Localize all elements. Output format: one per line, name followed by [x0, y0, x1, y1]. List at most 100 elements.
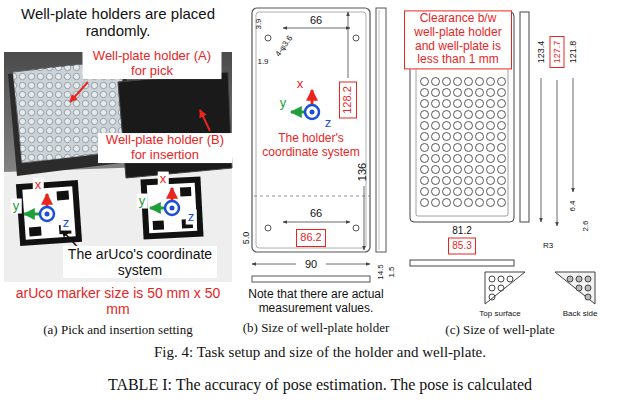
figure-label: x	[297, 77, 304, 92]
well-plate-drawing-part	[498, 285, 504, 291]
well-plate-drawing-part	[485, 272, 525, 304]
well-plate-drawing-part	[585, 276, 591, 282]
figure-label: y	[280, 96, 287, 111]
holder-drawing-part	[364, 186, 365, 250]
figure-label: 123.4	[536, 41, 546, 64]
dimension-text: Clearance b/w well-plate holder and well…	[408, 12, 508, 67]
well-plate-drawing-part	[567, 276, 573, 282]
aruco-marker	[16, 180, 82, 246]
figure-label: z	[61, 216, 72, 231]
figure-label: 3.9	[254, 18, 263, 29]
figure-label: 90	[305, 258, 317, 271]
figure-label: z	[186, 210, 197, 225]
well-plate-drawing-part	[573, 78, 574, 192]
holder-drawing-part	[376, 8, 386, 252]
aruco-marker-part	[29, 227, 42, 237]
figure-label: 2.6	[581, 220, 590, 231]
holder-drawing-part	[310, 110, 315, 115]
figure-label: TABLE I: The accuracy of pose estimation…	[108, 376, 532, 394]
holder-drawing-part	[256, 12, 366, 248]
holder-drawing-part	[254, 196, 370, 197]
holder-drawing-part	[252, 264, 296, 265]
leader-arrow-part	[70, 82, 88, 102]
figure-label: arUco marker size is 50 mm x 50 mm	[11, 285, 226, 317]
aruco-marker-part	[57, 191, 70, 201]
well-plate-drawing-part	[557, 80, 558, 226]
coordinate-axes-part	[165, 201, 179, 215]
figure-label: x	[33, 178, 44, 193]
aruco-marker-part	[153, 220, 164, 230]
figure-label: (b) Size of well-plate holder	[243, 321, 390, 336]
figure-label: Note that there are actual measurement v…	[241, 288, 391, 316]
well-plate-drawing-part	[576, 276, 582, 282]
setup-photo	[4, 52, 232, 282]
holder-drawing-part	[252, 276, 370, 282]
holder-drawing-part	[252, 8, 370, 252]
figure-label: Well-plate holder (A) for pick	[83, 49, 222, 79]
leader-arrow	[62, 82, 210, 252]
aruco-marker-part	[180, 187, 191, 197]
coordinate-axes-part	[40, 207, 54, 221]
figure-label: 121.8	[568, 41, 578, 64]
well-plate-drawing-part	[585, 285, 591, 291]
aruco-marker-part	[16, 180, 82, 246]
aruco-marker-part	[140, 176, 203, 239]
figure-label: 5.0	[241, 232, 251, 245]
dimension-box: 85.3	[448, 238, 476, 255]
figure-label: 1.5	[387, 266, 396, 277]
dimension-box: Clearance b/w well-plate holder and well…	[404, 10, 512, 69]
holder-drawing-part	[283, 28, 350, 29]
setup-photo-part	[4, 52, 232, 282]
dimension-text: 128.2	[341, 86, 354, 115]
aruco-marker-part	[22, 186, 75, 239]
holder-drawing-part	[265, 35, 271, 41]
well-plate-drawing-part	[520, 12, 529, 222]
figure-label: The arUco's coordinate system	[63, 246, 217, 278]
aruco-marker-part	[147, 183, 197, 233]
dimension-text: 85.3	[452, 240, 472, 252]
holder-drawing-part	[305, 105, 319, 119]
figure-label: z	[325, 116, 332, 131]
figure-label: y	[137, 194, 148, 209]
figure-label: Top surface	[479, 309, 520, 318]
setup-photo-part	[4, 164, 232, 282]
holder-drawing-part	[348, 12, 349, 78]
figure-label: (c) Size of well-plate	[445, 323, 554, 338]
figure-label: Well-plate holders are placed randomly.	[8, 5, 228, 40]
dimension-box: 86.2	[296, 229, 326, 247]
dimension-box: 127.7	[550, 36, 565, 68]
figure-caption: Fig. 4: Task setup and size of the holde…	[154, 344, 486, 361]
well-plate-drawing-part	[507, 276, 513, 282]
coordinate-axes-part	[170, 206, 175, 211]
well-plate-drawing-part	[585, 294, 591, 300]
figure-label: R3	[543, 241, 553, 250]
leader-arrow-part	[200, 110, 210, 131]
well-plate-drawing-part	[489, 294, 495, 300]
dimension-text: 86.2	[300, 231, 322, 244]
figure-label: x	[158, 172, 169, 187]
holder-drawing-part	[326, 264, 370, 265]
figure-label: 14.5	[376, 264, 385, 280]
holder-drawing-part	[265, 225, 271, 231]
figure-label: 6.4	[568, 200, 577, 211]
figure-label: 66	[310, 14, 322, 27]
dimension-text: 127.7	[552, 40, 562, 64]
figure-label: 136	[356, 163, 369, 181]
well-plate-drawing-part	[576, 285, 582, 291]
well-plate-drawing-part	[498, 276, 504, 282]
figure-label: 81.2	[452, 225, 471, 237]
holder-drawing	[252, 8, 386, 282]
well-plate-drawing-part	[555, 272, 595, 304]
holder-drawing-part	[353, 35, 359, 41]
coordinate-axes	[24, 188, 179, 221]
coordinate-axes-part	[45, 212, 50, 217]
dimension-box: 128.2	[339, 82, 357, 119]
holder-drawing-part	[379, 10, 380, 250]
holder-drawing-part	[353, 225, 359, 231]
figure-label: The holder's coordinate system	[255, 132, 367, 160]
well-plate-drawing-part	[489, 285, 495, 291]
figure-label: 66	[310, 207, 322, 220]
well-plate-drawing-part	[541, 78, 542, 222]
well-plate-drawing-part	[419, 76, 507, 208]
